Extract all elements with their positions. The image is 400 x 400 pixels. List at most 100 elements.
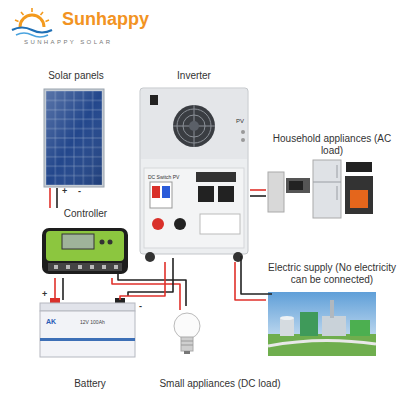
wave [12,28,52,33]
battery-art [40,298,135,357]
fridge-lines [313,165,341,200]
bulb-tip [184,351,190,354]
bulb-glass [174,313,200,339]
wire-pair [235,256,272,300]
node-label: Battery [36,378,144,390]
battery-terminal [174,218,186,230]
tv [346,162,372,172]
wire-strand [56,188,58,208]
microwave-window [289,181,303,190]
wire-pair [112,274,186,310]
cabinet [268,172,284,212]
building [300,312,318,336]
front-panel [144,168,244,248]
dc-breaker [150,182,172,208]
solar-panel-art [44,89,104,187]
grid-supply: Electric supply (No electricity can be c… [266,262,398,358]
ac-socket [218,186,234,202]
polarity-mark: + [62,187,67,197]
wire-pair [50,188,57,208]
pv-port [241,130,245,134]
inverter-body [140,88,248,254]
wire-strand [120,262,165,300]
bulb-thread [181,341,193,345]
brand-name: Sunhappy [62,10,149,30]
node-label: Controller [38,208,133,220]
wire-strand [112,278,180,310]
panel-frame [44,89,104,187]
building [350,320,370,336]
fridge [313,160,341,218]
ac-load: Household appliances (AC load) [266,133,398,228]
battery: Battery [36,300,144,390]
port-label: PV [236,118,244,125]
building [322,316,346,336]
button [100,240,105,245]
ground [268,334,376,356]
polarity-mark: - [78,187,81,197]
fireplace [345,176,373,214]
socket-box [200,214,240,234]
inverter-art [140,88,248,262]
node-label: Electric supply (No electricity can be c… [266,262,398,286]
fan-grille [173,105,215,147]
tank [280,318,294,336]
wire-strand [235,262,266,300]
wheel [145,252,155,262]
ac-socket [198,186,214,202]
battery-stripe [40,338,135,341]
wire-pair [250,190,266,196]
appliances-art [268,160,373,218]
button [108,240,113,245]
chimney [330,300,334,318]
power-plant-photo [268,292,376,356]
terminal-strip [48,263,122,271]
breaker-lever [162,186,170,198]
emergency-plate [196,172,236,182]
wire-strand [54,278,56,300]
breaker-lever [152,186,160,198]
wire-strand [250,195,266,197]
battery-brand: AK [46,318,56,326]
fan-hub [189,121,199,131]
solar-panel: Solar panels [40,70,112,188]
battery-terminal [152,218,164,230]
wire-strand [62,278,64,300]
inverter-top [141,89,247,159]
bulb-base [181,337,193,351]
sky [268,292,376,356]
fan [173,105,215,147]
wheel [233,252,243,262]
wire-strand [128,258,173,296]
sun-rays [15,8,49,22]
wire-pair [120,258,173,300]
controller-face [46,231,124,261]
bulb-art [174,313,200,354]
wire-pair [55,278,63,300]
panel-cells [46,91,102,185]
brand-tagline: SUNHAPPY SOLAR [24,39,113,46]
dc-load: Small appliances (DC load) [152,310,288,390]
sun-arc [20,15,44,27]
node-label: Inverter [138,70,250,82]
power-switch [150,95,158,105]
battery-rating: 12V 100Ah [80,320,105,326]
road [268,340,376,346]
tank-top [280,316,294,320]
wire-strand [241,256,272,294]
microwave [286,178,310,193]
wire-strand [49,188,51,208]
polarity-mark: + [42,290,47,300]
switch-label: DC Switch PV [148,175,179,181]
battery-lid [40,303,135,311]
battery-case [40,311,135,357]
polarity-mark: - [139,302,142,312]
lcd-screen [62,234,94,249]
pv-port [241,138,245,142]
controller-case [42,228,128,274]
wire-strand [250,189,266,191]
node-label: Solar panels [40,70,112,82]
